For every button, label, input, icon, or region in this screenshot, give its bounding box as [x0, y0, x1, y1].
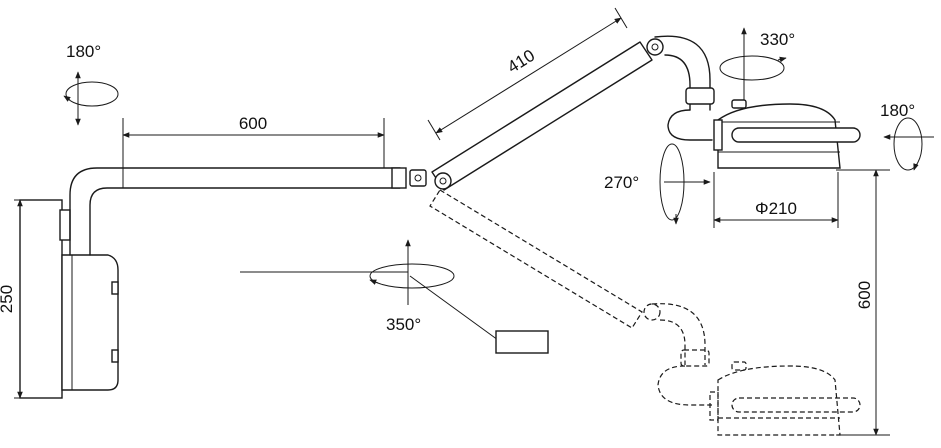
drop-height-label: 600	[855, 281, 874, 309]
arm-rotation-label: 350°	[386, 315, 421, 334]
wall-height-label: 250	[0, 285, 16, 313]
mount-rotation-label: 180°	[66, 42, 101, 61]
lamp-diameter-label: Φ210	[755, 199, 797, 218]
head-knob	[731, 99, 747, 109]
head-tilt-indicator: 180°	[880, 101, 934, 171]
arm-length-label: 600	[239, 114, 267, 133]
dimension-lamp-diameter: Φ210	[713, 172, 839, 228]
head-axis-rotation-label: 330°	[760, 30, 795, 49]
dimension-wall-height: 250	[0, 199, 24, 399]
mount-box	[61, 254, 119, 391]
dimension-drop-height: 600	[836, 169, 890, 436]
wall-mount	[19, 199, 119, 399]
joint-rotation-label: 270°	[604, 173, 639, 192]
dimension-arm-length: 600	[122, 114, 385, 168]
swing-arm-lower-position	[429, 189, 861, 436]
label-tag	[495, 330, 549, 354]
wall-plate	[19, 199, 63, 399]
dimension-second-arm: 410	[427, 7, 628, 141]
arm-rotation-indicator: 350°	[240, 239, 549, 354]
head-axis-rotation-indicator: 330°	[719, 27, 795, 100]
joint-rotation-indicator: 270°	[604, 143, 711, 225]
mount-rotation-indicator: 180°	[63, 42, 119, 126]
main-arm	[69, 167, 427, 256]
head-tilt-label: 180°	[880, 101, 915, 120]
lamp-handle	[731, 127, 861, 143]
lamp-head-upper	[667, 99, 861, 169]
swing-arm-upper	[431, 35, 715, 191]
